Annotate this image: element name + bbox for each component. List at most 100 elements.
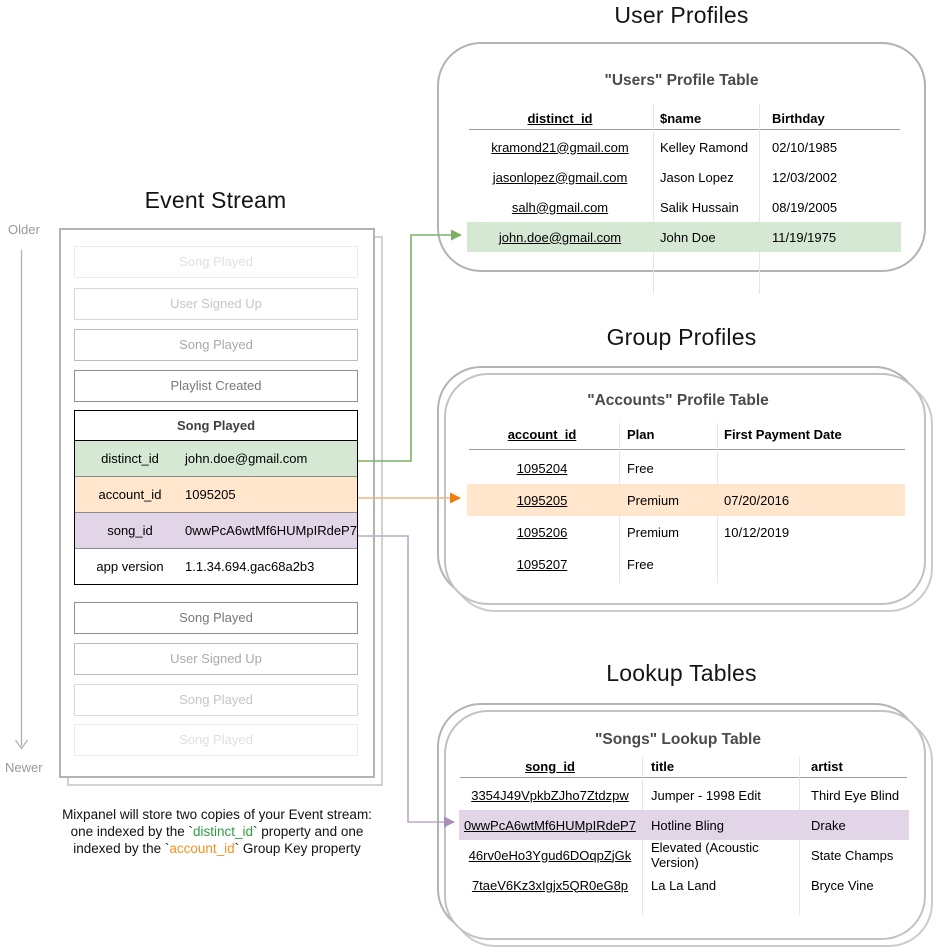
property-key: distinct_id	[101, 451, 159, 466]
songs-header-rule	[460, 777, 907, 778]
col-header-first-payment-date: First Payment Date	[724, 426, 842, 442]
cell-first-payment: 10/12/2019	[724, 524, 790, 540]
users-column-separator	[653, 104, 654, 294]
caption-text: Mixpanel will store two copies of your E…	[62, 807, 372, 822]
expanded-event-card: Song Played distinct_id john.doe@gmail.c…	[74, 410, 358, 585]
caption-line-1: Mixpanel will store two copies of your E…	[26, 806, 408, 823]
caption-line-2: one indexed by the `distinct_id` propert…	[26, 823, 408, 840]
property-value: 1.1.34.694.gac68a2b3	[185, 559, 315, 574]
cell-title: Elevated (Acoustic Version)	[651, 840, 759, 870]
event-song-played-2: Song Played	[74, 329, 358, 361]
col-header-song-id: song_id	[525, 758, 575, 774]
users-card-title: "Users" Profile Table	[604, 72, 759, 89]
accounts-card-title: "Accounts" Profile Table	[587, 392, 769, 409]
cell-plan: Premium	[627, 524, 680, 540]
lookup-tables-title: Lookup Tables	[606, 660, 757, 686]
property-value: 0wwPcA6wtMf6HUMpIRdeP7	[185, 523, 357, 538]
caption-text: ` Group Key property	[234, 841, 361, 856]
cell-distinct-id: john.doe@gmail.com	[498, 229, 622, 245]
cell-song-id: 0wwPcA6wtMf6HUMpIRdeP7	[464, 817, 636, 833]
property-key: account_id	[98, 487, 162, 502]
cell-distinct-id: salh@gmail.com	[511, 199, 609, 215]
caption-text: indexed by the `	[73, 841, 170, 856]
event-song-played-3: Song Played	[74, 602, 358, 634]
col-header-account-id: account_id	[507, 426, 577, 442]
users-table-row: kramond21@gmail.com Kelley Ramond 02/10/…	[467, 132, 901, 162]
accounts-table-row: 1095206 Premium 10/12/2019	[467, 516, 905, 548]
cell-song-id: 46rv0eHo3Ygud6DOqpZjGk	[468, 847, 632, 863]
cell-account-id: 1095206	[516, 524, 568, 540]
cell-first-payment: 07/20/2016	[724, 492, 790, 508]
property-value: john.doe@gmail.com	[185, 451, 308, 466]
property-row-distinct-id: distinct_id john.doe@gmail.com	[75, 441, 357, 476]
caption-text: ` property and one	[253, 824, 364, 839]
cell-title: Hotline Bling	[651, 817, 724, 833]
cell-artist: State Champs	[811, 847, 894, 863]
property-key: song_id	[107, 523, 153, 538]
distinct-id-code: distinct_id	[192, 824, 254, 839]
cell-plan: Premium	[627, 492, 680, 508]
cell-name: Kelley Ramond	[660, 139, 749, 155]
accounts-table-row: 1095207 Free	[467, 548, 905, 580]
cell-birthday: 11/19/1975	[772, 229, 837, 245]
event-song-played-4: Song Played	[74, 684, 358, 716]
event-playlist-created: Playlist Created	[74, 370, 358, 402]
cell-account-id: 1095204	[516, 460, 568, 476]
property-row-account-id: account_id 1095205	[75, 476, 357, 512]
accounts-profile-card: "Accounts" Profile Table account_id Plan…	[437, 366, 933, 612]
col-header-distinct-id: distinct_id	[527, 110, 593, 126]
songs-table-row: 3354J49VpkbZJho7Ztdzpw Jumper - 1998 Edi…	[459, 780, 909, 810]
cell-distinct-id: kramond21@gmail.com	[491, 139, 629, 155]
property-value: 1095205	[185, 487, 236, 502]
cell-name: John Doe	[660, 229, 716, 245]
cell-distinct-id: jasonlopez@gmail.com	[492, 169, 628, 185]
col-header-birthday: Birthday	[772, 110, 825, 126]
songs-table-header: song_id title artist	[459, 755, 909, 777]
cell-account-id: 1095205	[516, 492, 568, 508]
timeline-newer-label: Newer	[5, 760, 43, 775]
accounts-header-rule	[469, 449, 905, 450]
cell-birthday: 08/19/2005	[772, 199, 838, 215]
property-row-song-id: song_id 0wwPcA6wtMf6HUMpIRdeP7	[75, 512, 357, 548]
cell-birthday: 12/03/2002	[772, 169, 838, 185]
cell-title: La La Land	[651, 877, 717, 893]
col-header-title: title	[651, 758, 675, 774]
timeline-down-arrow-icon	[14, 739, 29, 750]
caption-text: one indexed by the `	[70, 824, 193, 839]
songs-table-row: 7taeV6Kz3xIgjx5QR0eG8p La La Land Bryce …	[459, 870, 909, 900]
cell-title: Jumper - 1998 Edit	[651, 787, 761, 803]
cell-name: Jason Lopez	[660, 169, 734, 185]
cell-plan: Free	[627, 556, 654, 572]
user-profiles-title: User Profiles	[614, 2, 749, 28]
songs-card-title: "Songs" Lookup Table	[595, 731, 761, 748]
event-user-signed-up-2: User Signed Up	[74, 643, 358, 675]
cell-artist: Drake	[811, 817, 846, 833]
users-table-row: jasonlopez@gmail.com Jason Lopez 12/03/2…	[467, 162, 901, 192]
songs-lookup-card: "Songs" Lookup Table song_id title artis…	[437, 703, 933, 947]
expanded-event-title: Song Played	[75, 411, 357, 441]
cell-name: Salik Hussain	[660, 199, 739, 215]
property-row-app-version: app version 1.1.34.694.gac68a2b3	[75, 548, 357, 584]
cell-account-id: 1095207	[516, 556, 568, 572]
col-header-name: $name	[660, 110, 702, 126]
users-table-row-highlighted: john.doe@gmail.com John Doe 11/19/1975	[467, 222, 901, 252]
col-header-artist: artist	[811, 758, 843, 774]
users-column-separator	[759, 104, 760, 294]
account-id-code: account_id	[169, 841, 235, 856]
event-user-signed-up-1: User Signed Up	[74, 288, 358, 320]
cell-song-id: 3354J49VpkbZJho7Ztdzpw	[471, 787, 629, 803]
accounts-table-row: 1095204 Free	[467, 452, 905, 484]
cell-artist: Third Eye Blind	[811, 787, 900, 803]
cell-plan: Free	[627, 460, 654, 476]
group-profiles-title: Group Profiles	[606, 324, 757, 350]
users-header-rule	[469, 129, 900, 130]
event-song-played-5: Song Played	[74, 724, 358, 756]
cell-birthday: 02/10/1985	[772, 139, 838, 155]
event-stream-title: Event Stream	[144, 187, 287, 213]
users-profile-card: "Users" Profile Table distinct_id $name …	[437, 42, 926, 294]
songs-table-row-highlighted: 0wwPcA6wtMf6HUMpIRdeP7 Hotline Bling Dra…	[459, 810, 909, 840]
caption: Mixpanel will store two copies of your E…	[26, 806, 408, 857]
event-song-played-1: Song Played	[74, 246, 358, 278]
songs-table-row: 46rv0eHo3Ygud6DOqpZjGk Elevated (Acousti…	[459, 840, 909, 870]
